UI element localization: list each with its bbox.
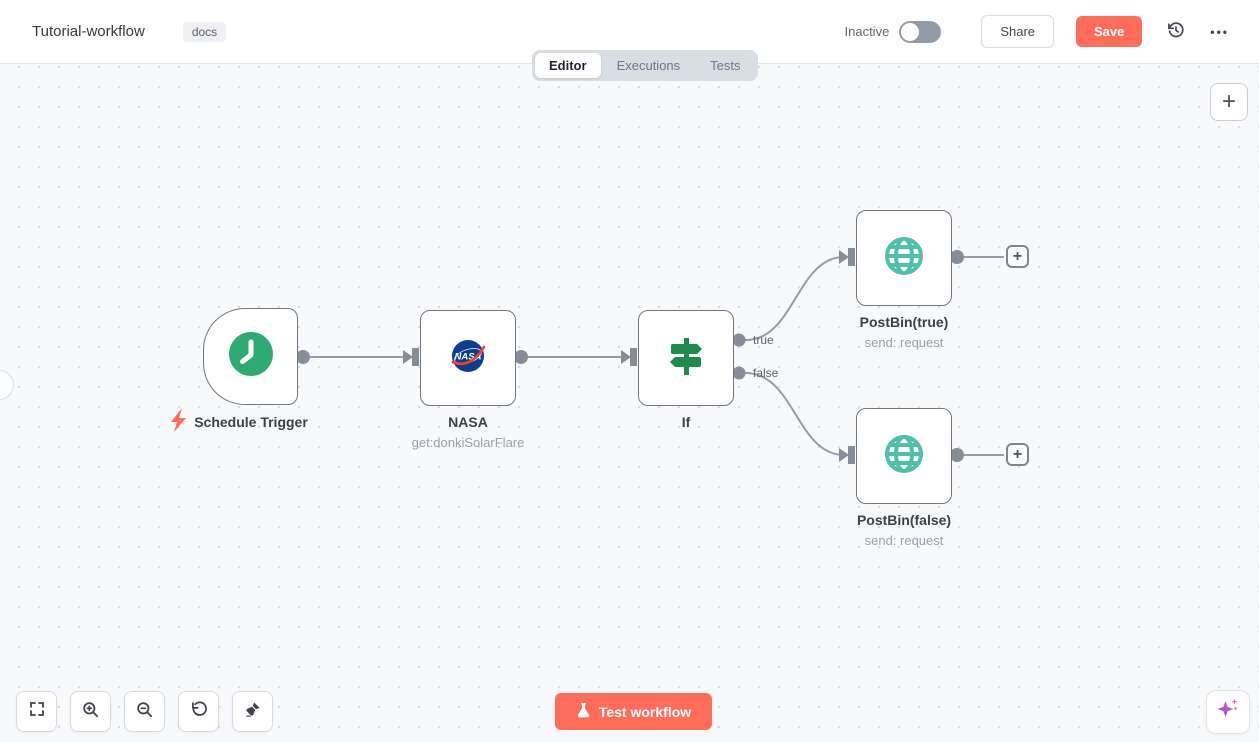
- globe-icon: [880, 430, 928, 483]
- node-subtitle-nasa: get:donkiSolarFlare: [411, 435, 525, 450]
- add-node-after-postbin-false-button[interactable]: +: [1006, 443, 1029, 466]
- node-postbin-true[interactable]: [856, 210, 952, 306]
- output-port-schedule: [296, 350, 310, 364]
- tab-editor[interactable]: Editor: [535, 53, 601, 78]
- signpost-icon: [664, 334, 708, 383]
- node-label-postbin-true: PostBin(true) send: request: [784, 314, 1024, 350]
- node-if[interactable]: [638, 310, 734, 406]
- tab-executions[interactable]: Executions: [616, 58, 681, 73]
- node-schedule-trigger[interactable]: [203, 308, 298, 405]
- ellipsis-icon: •••: [1210, 24, 1229, 39]
- nasa-logo-icon: NASA: [446, 334, 490, 383]
- active-toggle-knob: [901, 22, 920, 41]
- svg-text:NASA: NASA: [455, 351, 482, 362]
- test-workflow-button[interactable]: Test workflow: [555, 693, 712, 730]
- fit-view-icon: [28, 700, 46, 723]
- workflow-history-button[interactable]: [1166, 20, 1186, 43]
- input-port-nasa: [403, 348, 419, 366]
- tab-tests[interactable]: Tests: [710, 58, 741, 73]
- branch-label-true: true: [753, 333, 774, 347]
- globe-icon: [880, 232, 928, 285]
- test-workflow-label: Test workflow: [598, 703, 692, 720]
- wire-if-false-to-postbin-false: [745, 372, 845, 456]
- output-port-if-true: [732, 333, 746, 347]
- zoom-out-button[interactable]: [124, 691, 165, 732]
- node-label-if: If: [681, 414, 691, 430]
- left-panel-toggle[interactable]: [0, 370, 14, 400]
- output-port-postbin-true: [950, 250, 964, 264]
- node-subtitle-postbin-true: send: request: [864, 335, 944, 350]
- output-port-if-false: [732, 366, 746, 380]
- clock-icon: [228, 331, 274, 382]
- reset-zoom-button[interactable]: [178, 691, 219, 732]
- output-port-nasa: [514, 350, 528, 364]
- more-options-button[interactable]: •••: [1210, 25, 1229, 39]
- node-nasa[interactable]: NASA: [420, 310, 516, 406]
- tidy-up-icon: [243, 700, 262, 724]
- zoom-to-fit-button[interactable]: [16, 691, 57, 732]
- branch-label-false: false: [753, 366, 779, 380]
- trigger-bolt-icon: [171, 408, 186, 432]
- undo-arrow-icon: [189, 700, 208, 724]
- active-toggle[interactable]: [899, 20, 942, 43]
- plus-icon: +: [1012, 445, 1023, 463]
- history-icon: [1166, 20, 1186, 43]
- wire-if-true-to-postbin-true: [745, 256, 845, 341]
- tidy-up-button[interactable]: [232, 691, 273, 732]
- save-button[interactable]: Save: [1076, 16, 1143, 47]
- sparkle-icon: [1215, 697, 1241, 728]
- flask-icon: [576, 702, 591, 722]
- workflow-status-label: Inactive: [844, 24, 890, 39]
- plus-icon: +: [1012, 247, 1023, 265]
- node-subtitle-postbin-false: send: request: [864, 533, 944, 548]
- share-button[interactable]: Share: [981, 15, 1055, 48]
- canvas-controls: [16, 691, 273, 732]
- view-tabs: Editor Executions Tests: [532, 50, 758, 81]
- add-node-after-postbin-true-button[interactable]: +: [1006, 245, 1029, 268]
- input-port-if: [621, 348, 637, 366]
- node-postbin-false[interactable]: [856, 408, 952, 504]
- node-label-nasa: NASA get:donkiSolarFlare: [348, 414, 588, 450]
- docs-tag-badge[interactable]: docs: [182, 21, 227, 42]
- header-actions: Inactive Share Save •••: [845, 15, 1230, 48]
- ai-assistant-button[interactable]: [1206, 690, 1250, 734]
- connections-layer: [171, 248, 1004, 464]
- zoom-in-icon: [81, 700, 100, 724]
- workflow-title[interactable]: Tutorial-workflow: [32, 23, 145, 40]
- zoom-in-button[interactable]: [70, 691, 111, 732]
- input-port-postbin-false: [839, 446, 855, 464]
- output-port-postbin-false: [950, 448, 964, 462]
- open-node-creator-button[interactable]: +: [1210, 83, 1248, 121]
- plus-icon: +: [1221, 88, 1236, 115]
- node-label-schedule-trigger: Schedule Trigger: [194, 414, 308, 430]
- input-port-postbin-true: [839, 248, 855, 266]
- zoom-out-icon: [135, 700, 154, 724]
- node-label-postbin-false: PostBin(false) send: request: [784, 512, 1024, 548]
- workflow-canvas[interactable]: true false Schedule Trigger NASA NASA ge…: [0, 64, 1259, 742]
